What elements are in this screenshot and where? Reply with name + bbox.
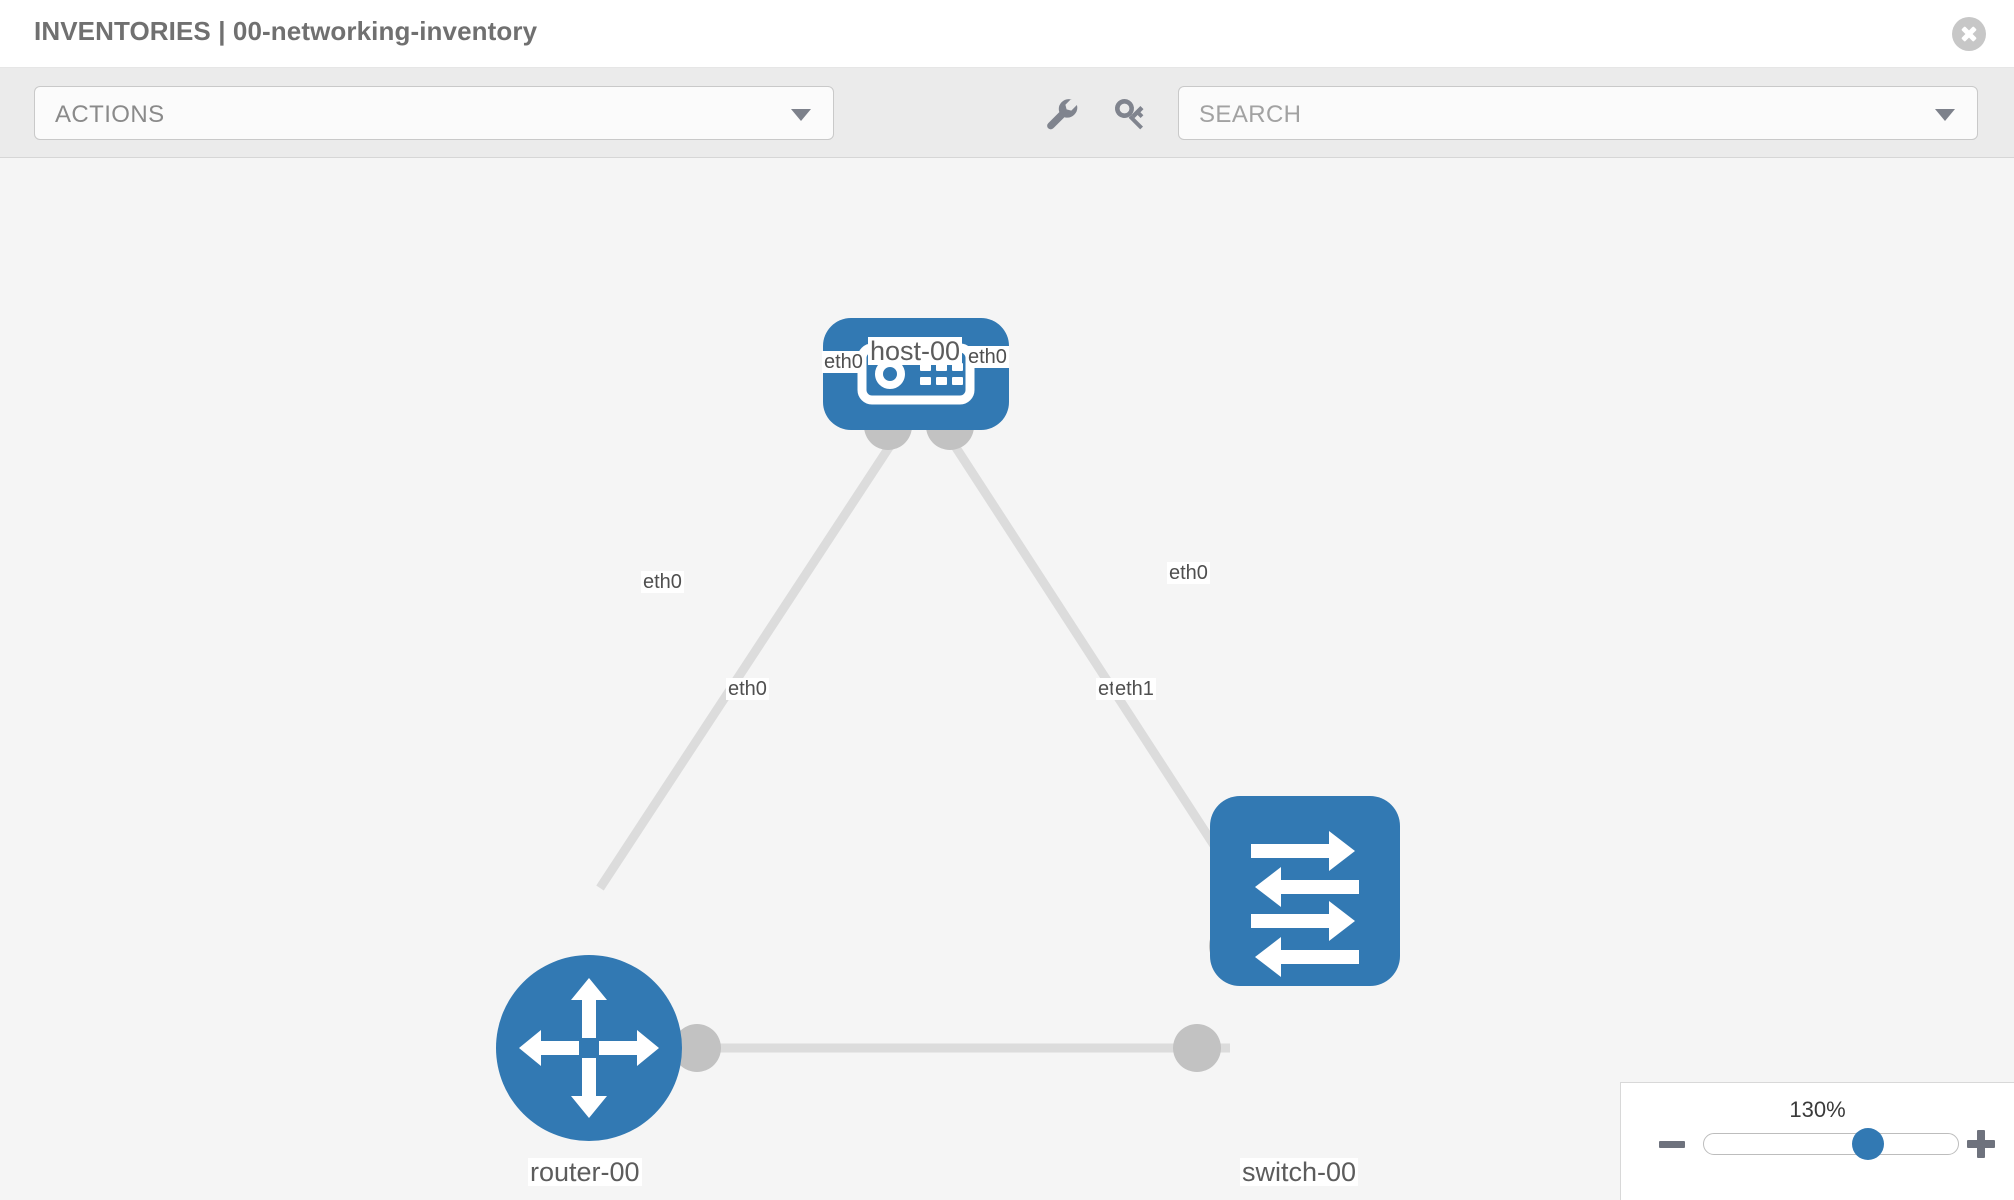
zoom-level-value: 130% — [1789, 1097, 1846, 1122]
chevron-down-icon — [1935, 109, 1955, 121]
port-router-right[interactable] — [673, 1024, 721, 1072]
link-host-switch[interactable] — [936, 420, 1236, 876]
zoom-slider[interactable] — [1703, 1128, 1959, 1160]
wrench-icon[interactable] — [1040, 92, 1084, 136]
edge-label-switch-left: eth1 — [1113, 678, 1156, 700]
switch-icon — [1251, 831, 1359, 977]
actions-dropdown-label: ACTIONS — [55, 101, 165, 128]
chevron-down-icon — [791, 109, 811, 121]
page-header: INVENTORIES | 00-networking-inventory — [0, 0, 2014, 68]
node-router-00[interactable] — [496, 955, 682, 1141]
page-title: INVENTORIES | 00-networking-inventory — [34, 16, 538, 46]
topology-canvas[interactable]: eth0 eth0 eth0 eth0 eth0 eth eth1 host-0… — [0, 158, 2014, 1200]
zoom-out-button[interactable] — [1656, 1127, 1690, 1161]
node-host-00[interactable] — [823, 318, 1009, 430]
topology-ports — [673, 402, 1257, 1072]
search-input[interactable]: SEARCH — [1178, 86, 1978, 140]
close-icon[interactable] — [1952, 17, 1986, 51]
link-host-router[interactable] — [596, 420, 909, 891]
port-switch-left[interactable] — [1173, 1024, 1221, 1072]
edge-label-router-up: eth0 — [641, 571, 684, 593]
edge-label-host-left: eth0 — [822, 351, 865, 373]
zoom-in-button[interactable] — [1964, 1127, 1998, 1161]
node-switch-00[interactable] — [1210, 796, 1400, 986]
actions-dropdown[interactable]: ACTIONS — [34, 86, 834, 140]
search-placeholder: SEARCH — [1199, 101, 1302, 128]
close-x-glyph — [1952, 17, 1986, 51]
toolbar: ACTIONS SEARCH — [0, 68, 2014, 158]
topology-graph — [496, 318, 1400, 1141]
topology-links — [596, 420, 1236, 1053]
node-label-host-00: host-00 — [868, 336, 963, 366]
zoom-slider-handle[interactable] — [1852, 1128, 1884, 1160]
router-icon — [519, 978, 659, 1118]
edge-label-router-right: eth0 — [726, 678, 769, 700]
edge-label-host-right: eth0 — [966, 346, 1009, 368]
key-icon[interactable] — [1108, 92, 1152, 136]
node-label-switch-00: switch-00 — [1240, 1157, 1359, 1187]
edge-label-switch-up: eth0 — [1167, 562, 1210, 584]
node-label-router-00: router-00 — [528, 1157, 642, 1187]
zoom-control-panel: 130% — [1620, 1082, 2014, 1200]
